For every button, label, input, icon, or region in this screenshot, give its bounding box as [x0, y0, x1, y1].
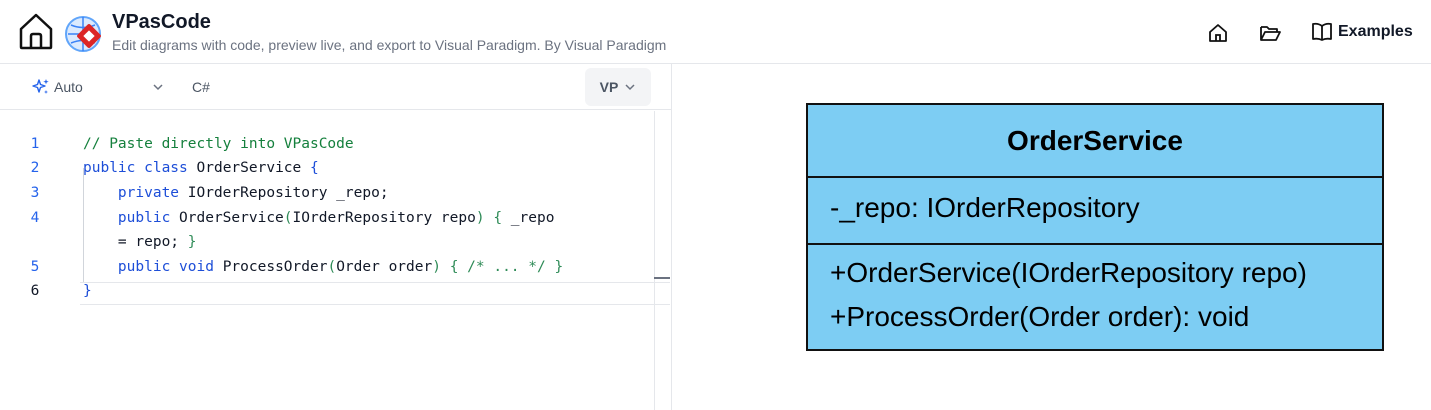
code-text: public void ProcessOrder(Order order) { …	[83, 259, 564, 275]
code-editor-pane: Auto C# VP 1 // Paste directly into VPasC…	[0, 64, 672, 410]
examples-label: Examples	[1338, 23, 1413, 40]
class-attribute: -_repo: IOrderRepository	[830, 192, 1140, 223]
class-attributes: -_repo: IOrderRepository	[808, 176, 1382, 245]
home-nav-icon[interactable]	[1207, 22, 1229, 44]
scrollbar[interactable]	[654, 111, 655, 410]
code-line[interactable]: 2 public class OrderService {	[0, 156, 671, 180]
app-subtitle: Edit diagrams with code, preview live, a…	[112, 37, 667, 53]
code-text: }	[83, 283, 92, 299]
line-number: 1	[30, 136, 40, 152]
uml-class-box[interactable]: OrderService -_repo: IOrderRepository +O…	[806, 103, 1384, 351]
class-name: OrderService	[808, 105, 1382, 178]
code-line[interactable]: 4 public OrderService(IOrderRepository r…	[0, 206, 671, 230]
code-text: public class OrderService {	[83, 160, 319, 176]
examples-button[interactable]: Examples	[1311, 20, 1413, 44]
mode-label: Auto	[54, 79, 83, 95]
home-icon[interactable]	[18, 12, 54, 50]
code-line[interactable]: 1 // Paste directly into VPasCode	[0, 132, 671, 156]
language-label[interactable]: C#	[192, 79, 210, 95]
code-line[interactable]: 6}	[0, 279, 671, 303]
indent-guide	[83, 168, 84, 282]
chevron-down-icon[interactable]	[151, 80, 165, 94]
mode-select[interactable]: Auto	[32, 78, 83, 96]
class-operation: +OrderService(IOrderRepository repo)	[830, 257, 1307, 288]
target-label: VP	[599, 79, 619, 95]
code-line[interactable]: 3 private IOrderRepository _repo;	[0, 181, 671, 205]
target-select[interactable]: VP	[585, 68, 651, 106]
code-text: public OrderService(IOrderRepository rep…	[83, 210, 555, 226]
code-line[interactable]: = repo; }	[0, 230, 671, 254]
line-number: 4	[30, 210, 40, 226]
book-icon	[1312, 22, 1332, 41]
current-line-highlight	[80, 282, 670, 305]
app-header: VPasCode Edit diagrams with code, previe…	[0, 0, 1431, 64]
line-number: 5	[30, 259, 40, 275]
code-text: = repo; }	[83, 234, 197, 250]
app-title: VPasCode	[112, 11, 211, 33]
editor-toolbar: Auto C# VP	[0, 64, 671, 110]
code-line[interactable]: 5 public void ProcessOrder(Order order) …	[0, 255, 671, 279]
sparkles-icon	[32, 79, 49, 94]
folder-icon[interactable]	[1259, 22, 1281, 44]
line-number: 6	[30, 283, 40, 299]
app-logo-icon	[63, 14, 103, 54]
chevron-down-icon	[625, 84, 635, 91]
scrollbar-thumb[interactable]	[654, 277, 670, 279]
line-number: 2	[30, 160, 40, 176]
code-area[interactable]: 1 // Paste directly into VPasCode 2 public …	[0, 111, 671, 410]
code-text: // Paste directly into VPasCode	[83, 136, 354, 152]
class-operation: +ProcessOrder(Order order): void	[830, 301, 1250, 332]
code-text: private IOrderRepository _repo;	[83, 185, 389, 201]
line-number: 3	[30, 185, 40, 201]
